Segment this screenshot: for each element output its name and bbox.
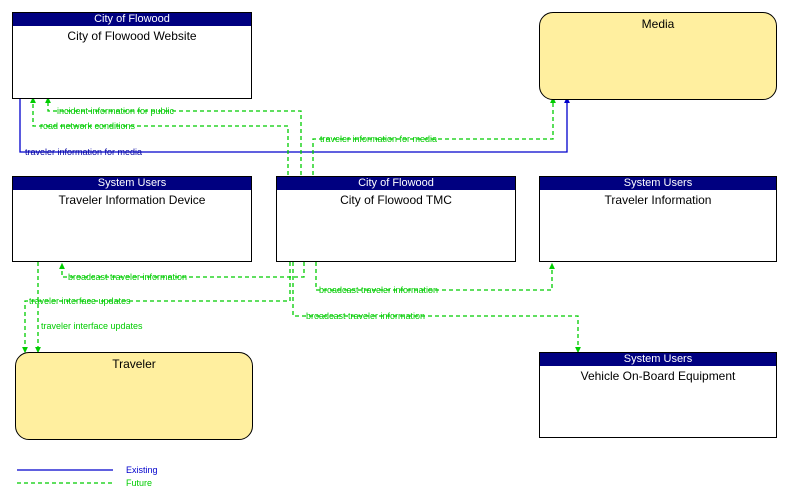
element-media[interactable]: Media — [539, 12, 777, 100]
flow-label-traveler-information-for-media-future: traveler information for media — [320, 134, 438, 144]
element-traveler[interactable]: Traveler — [15, 352, 253, 440]
flow-line-broadcast-traveler-information-info — [315, 262, 555, 291]
element-name-label: Traveler — [112, 357, 156, 371]
element-traveler-information-device[interactable]: System Users Traveler Information Device — [12, 176, 252, 262]
legend-existing-label: Existing — [126, 465, 158, 475]
element-name-label: City of Flowood Website — [67, 29, 197, 43]
element-stakeholder-label: City of Flowood — [13, 13, 251, 26]
element-name-label: Traveler Information — [604, 193, 712, 207]
element-city-of-flowood-tmc[interactable]: City of Flowood City of Flowood TMC — [276, 176, 516, 262]
flow-label-broadcast-traveler-information-info: broadcast traveler information — [319, 285, 439, 295]
flow-label-traveler-interface-updates-1: traveler interface updates — [29, 296, 131, 306]
flow-label-broadcast-traveler-information-device: broadcast traveler information — [68, 272, 188, 282]
element-stakeholder-label: System Users — [540, 353, 776, 366]
flow-label-incident-information-for-public: incident information for public — [57, 106, 175, 116]
element-traveler-information[interactable]: System Users Traveler Information — [539, 176, 777, 262]
flow-line-road-network-conditions — [30, 96, 289, 175]
element-stakeholder-label: City of Flowood — [277, 177, 515, 190]
element-stakeholder-label: System Users — [13, 177, 251, 190]
element-vehicle-on-board-equipment[interactable]: System Users Vehicle On-Board Equipment — [539, 352, 777, 438]
flow-line-traveler-interface-updates-1 — [22, 262, 291, 354]
element-name-label: Vehicle On-Board Equipment — [580, 369, 736, 383]
flow-line-broadcast-traveler-information-obe — [292, 262, 581, 354]
flow-label-traveler-information-for-media-existing: traveler information for media — [25, 147, 143, 157]
flow-line-traveler-information-for-media-existing — [19, 96, 570, 153]
flow-label-road-network-conditions: road network conditions — [40, 121, 136, 131]
flow-line-incident-information-for-public — [45, 96, 302, 175]
element-city-of-flowood-website[interactable]: City of Flowood City of Flowood Website — [12, 12, 252, 99]
flow-line-traveler-information-for-media-future — [312, 96, 556, 175]
legend-future-label: Future — [126, 478, 153, 488]
flow-label-traveler-interface-updates-2: traveler interface updates — [41, 321, 143, 331]
element-name-label: Media — [641, 17, 675, 31]
element-stakeholder-label: System Users — [540, 177, 776, 190]
flow-label-broadcast-traveler-information-obe: broadcast traveler information — [306, 311, 426, 321]
element-name-label: Traveler Information Device — [58, 193, 206, 207]
flow-line-broadcast-traveler-information-device — [59, 262, 305, 278]
element-name-label: City of Flowood TMC — [340, 193, 452, 207]
